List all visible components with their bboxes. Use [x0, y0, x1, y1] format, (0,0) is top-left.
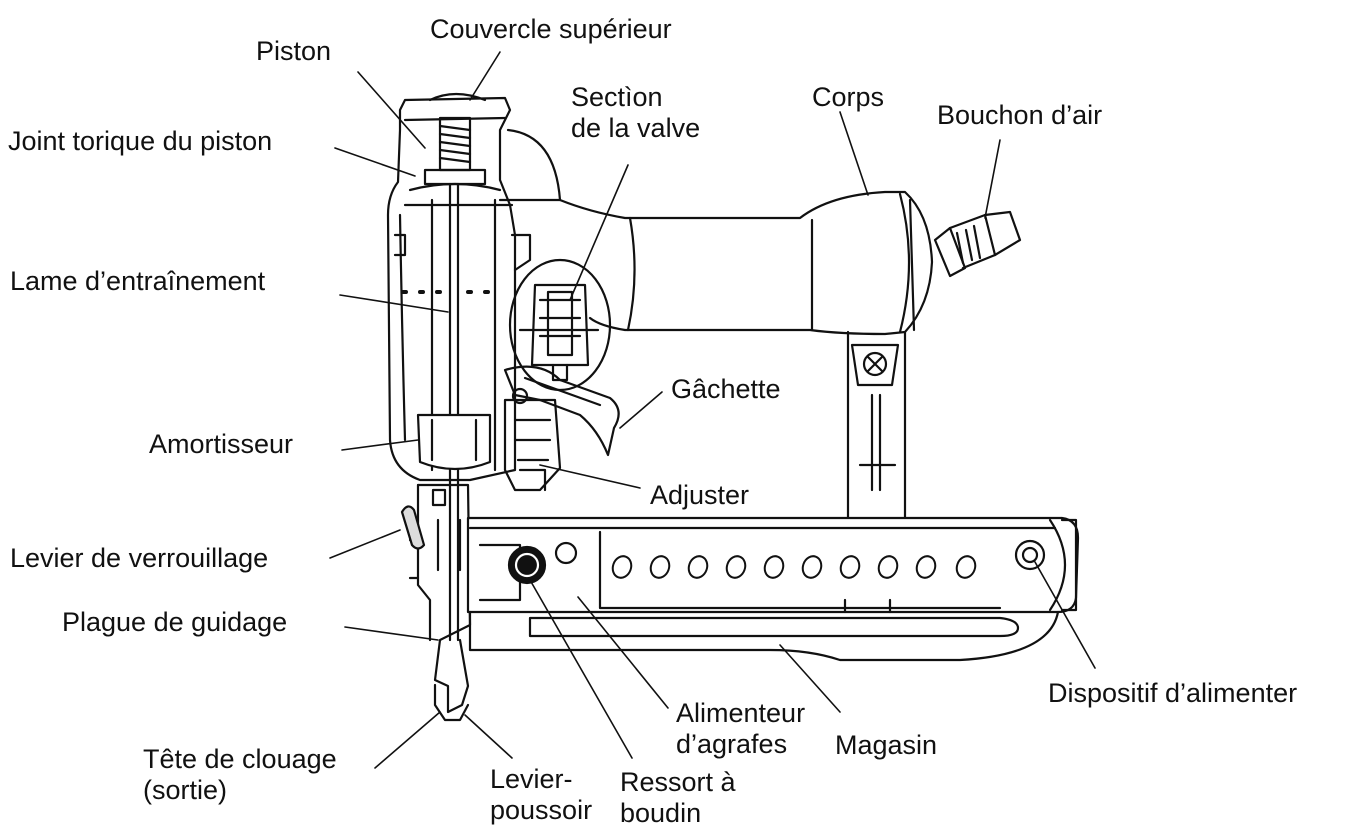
label-tete-line2: (sortie) — [143, 775, 228, 805]
label-levier-verrouillage: Levier de verrouillage — [10, 543, 269, 573]
leader-dispositif — [1034, 561, 1096, 669]
leader-adjuster — [539, 464, 641, 489]
driver-blade — [401, 182, 490, 642]
adjuster — [503, 398, 562, 492]
label-levier-poussoir: Levier- poussoir — [490, 764, 592, 826]
air-plug — [933, 210, 1022, 278]
leader-couvercle — [469, 51, 501, 101]
leader-corps — [839, 111, 869, 196]
leader-plague — [344, 626, 439, 641]
label-ressort-line2: boudin — [620, 798, 702, 828]
magazine-holes — [611, 555, 977, 579]
leader-levier-verrouillage — [329, 529, 401, 559]
leader-ressort — [529, 579, 633, 759]
leader-gachette — [619, 391, 663, 429]
label-levier-line2: poussoir — [490, 795, 593, 825]
label-tete-clouage: Tête de clouage (sortie) — [143, 744, 337, 806]
label-alimenteur-agrafes: Alimenteur d’agrafes — [676, 698, 805, 760]
magazine — [466, 516, 1080, 662]
label-gachette: Gâchette — [671, 374, 781, 404]
leader-section — [569, 164, 629, 301]
label-alimenteur-line1: Alimenteur — [676, 698, 806, 728]
label-ressort-boudin: Ressort à boudin — [620, 767, 736, 829]
leader-amortisseur — [341, 439, 419, 451]
bumper — [416, 413, 492, 471]
label-piston: Piston — [256, 36, 332, 66]
leader-joint — [334, 147, 416, 177]
leader-lines — [329, 51, 1096, 769]
head-bracket — [393, 233, 532, 272]
label-adjuster: Adjuster — [650, 480, 750, 510]
body-tube — [498, 190, 934, 336]
trigger — [503, 365, 620, 457]
label-couvercle-superieur: Couvercle supérieur — [430, 14, 672, 44]
label-section-line2: de la valve — [571, 113, 701, 143]
leader-magasin — [779, 644, 841, 713]
leader-bouchon — [984, 139, 1001, 219]
label-corps: Corps — [812, 82, 885, 112]
handle-post — [846, 330, 907, 522]
label-magasin: Magasin — [835, 730, 938, 760]
valve-section — [508, 258, 612, 392]
label-dispositif-alimenter: Dispositif d’alimenter — [1048, 678, 1298, 708]
lock-lever — [400, 505, 426, 550]
label-amortisseur: Amortisseur — [149, 429, 294, 459]
label-section-line1: Sectìon — [571, 82, 663, 112]
label-levier-line1: Levier- — [490, 764, 573, 794]
leader-lame — [339, 294, 449, 313]
label-tete-line1: Tête de clouage — [143, 744, 337, 774]
piston-spring — [423, 116, 487, 186]
label-joint-torique: Joint torique du piston — [8, 126, 273, 156]
nose-assembly — [408, 483, 472, 722]
leader-tete — [374, 711, 441, 769]
label-ressort-line1: Ressort à — [620, 767, 736, 797]
label-bouchon-air: Bouchon d’air — [937, 100, 1103, 130]
label-alimenteur-line2: d’agrafes — [676, 729, 788, 759]
leader-levier-poussoir — [464, 714, 513, 759]
leader-piston — [357, 71, 426, 149]
label-plague-guidage: Plague de guidage — [62, 607, 288, 637]
label-section-valve: Sectìon de la valve — [571, 82, 700, 144]
leader-alimenteur — [577, 596, 669, 709]
label-lame-entrainement: Lame d’entraînement — [10, 266, 266, 296]
